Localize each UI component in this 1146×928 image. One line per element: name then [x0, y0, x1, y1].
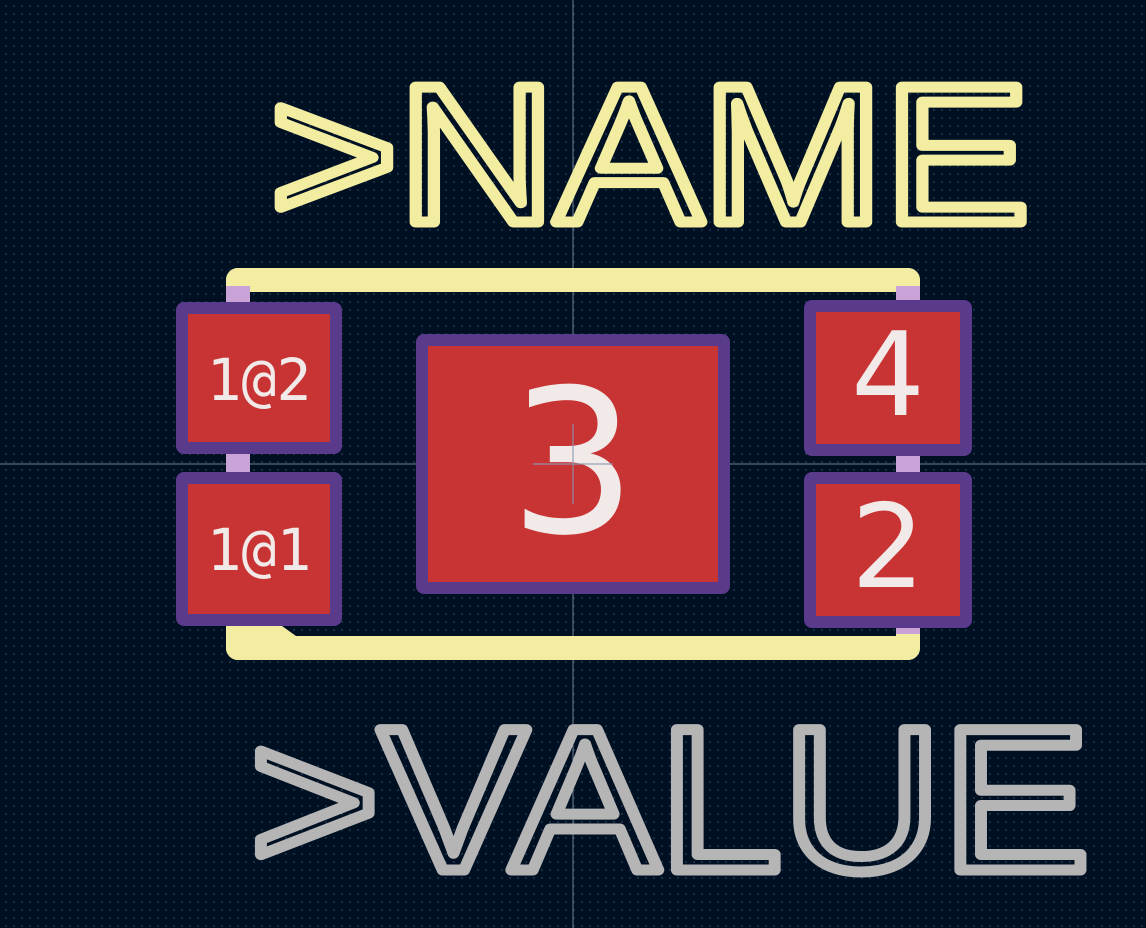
pad-2[interactable]: 2 — [804, 472, 972, 628]
pad-1-2[interactable]: 1@2 — [176, 302, 342, 454]
anchor-cross — [533, 424, 613, 504]
pad-4[interactable]: 4 — [804, 300, 972, 456]
pad-1-1-label: 1@1 — [207, 516, 312, 584]
pad-1-1[interactable]: 1@1 — [176, 472, 342, 626]
value-field[interactable]: >VALUE — [245, 681, 1096, 920]
pad-4-label: 4 — [851, 308, 925, 443]
pad-2-label: 2 — [851, 480, 925, 615]
name-field[interactable]: >NAME — [265, 40, 1036, 270]
pad-1-2-label: 1@2 — [207, 346, 312, 414]
